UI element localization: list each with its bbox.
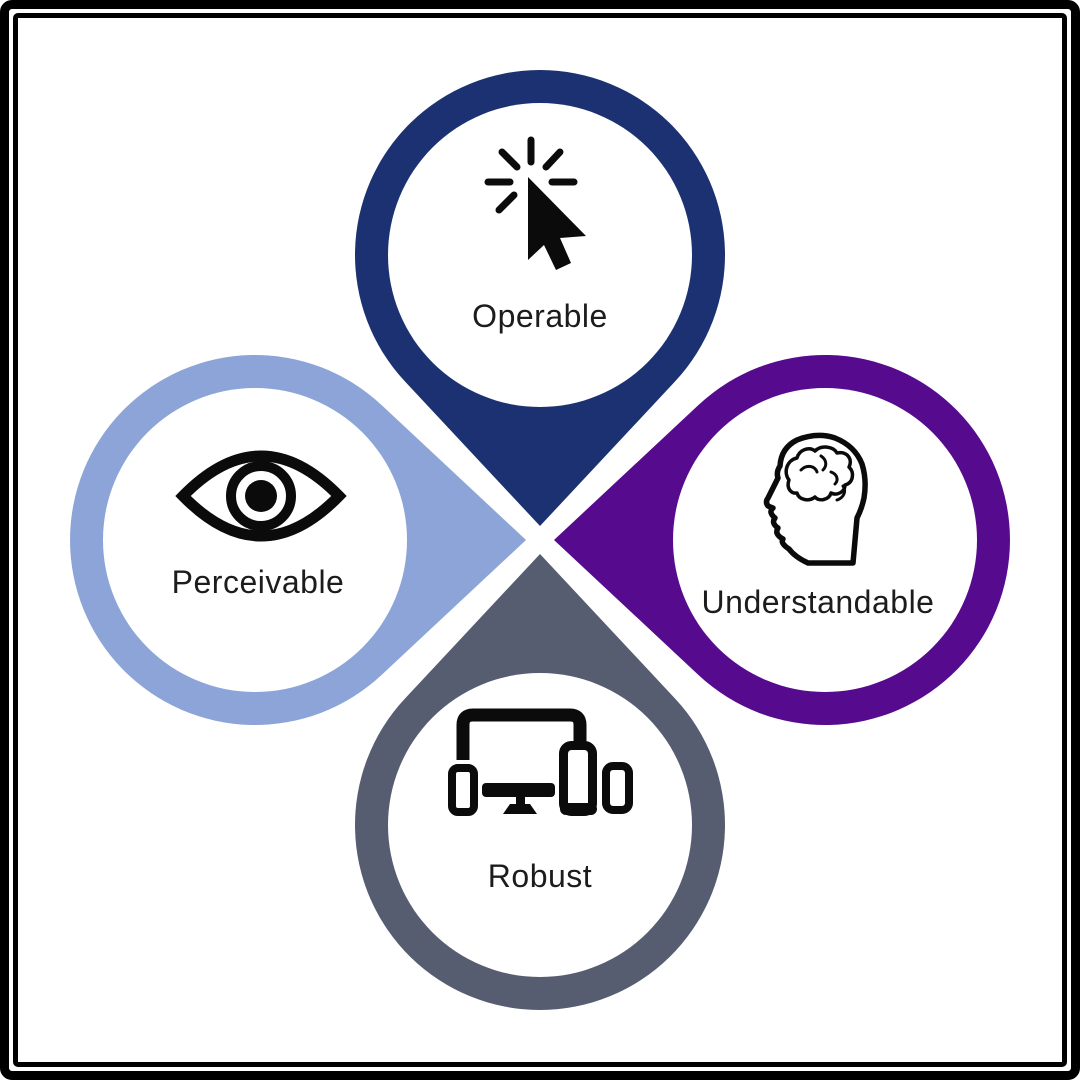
label-operable: Operable [472, 298, 608, 334]
circle-understandable [673, 388, 977, 692]
tablet-outline [559, 741, 597, 816]
click-ray-up-right [542, 148, 564, 171]
monitor-outline [456, 708, 587, 794]
smartphone-left [448, 764, 478, 816]
brain-outline [784, 445, 855, 502]
label-robust: Robust [488, 858, 592, 894]
smartphone-right [602, 762, 633, 814]
label-perceivable: Perceivable [172, 564, 345, 600]
monitor-stand-stem [516, 796, 525, 806]
devices-icon [448, 708, 633, 816]
tablet-bottom-bar [560, 803, 597, 815]
brain-fold-3 [829, 470, 839, 486]
head-profile-outline [763, 432, 868, 566]
click-ray-up-left [498, 148, 521, 171]
monitor-stand-base [503, 804, 537, 814]
eye-outline [175, 450, 347, 542]
cursor-arrow [528, 177, 586, 270]
monitor-bezel [482, 783, 555, 797]
eye-icon [175, 450, 347, 542]
label-understandable: Understandable [702, 584, 935, 620]
eye-pupil [245, 480, 277, 512]
cursor-click-icon [484, 136, 586, 270]
circle-operable [388, 103, 692, 407]
brain-fold-4 [835, 484, 847, 502]
brain-fold-1 [799, 464, 819, 474]
click-ray-down-left [495, 191, 518, 214]
brain-fold-2 [819, 454, 828, 472]
head-brain-icon [763, 432, 868, 566]
